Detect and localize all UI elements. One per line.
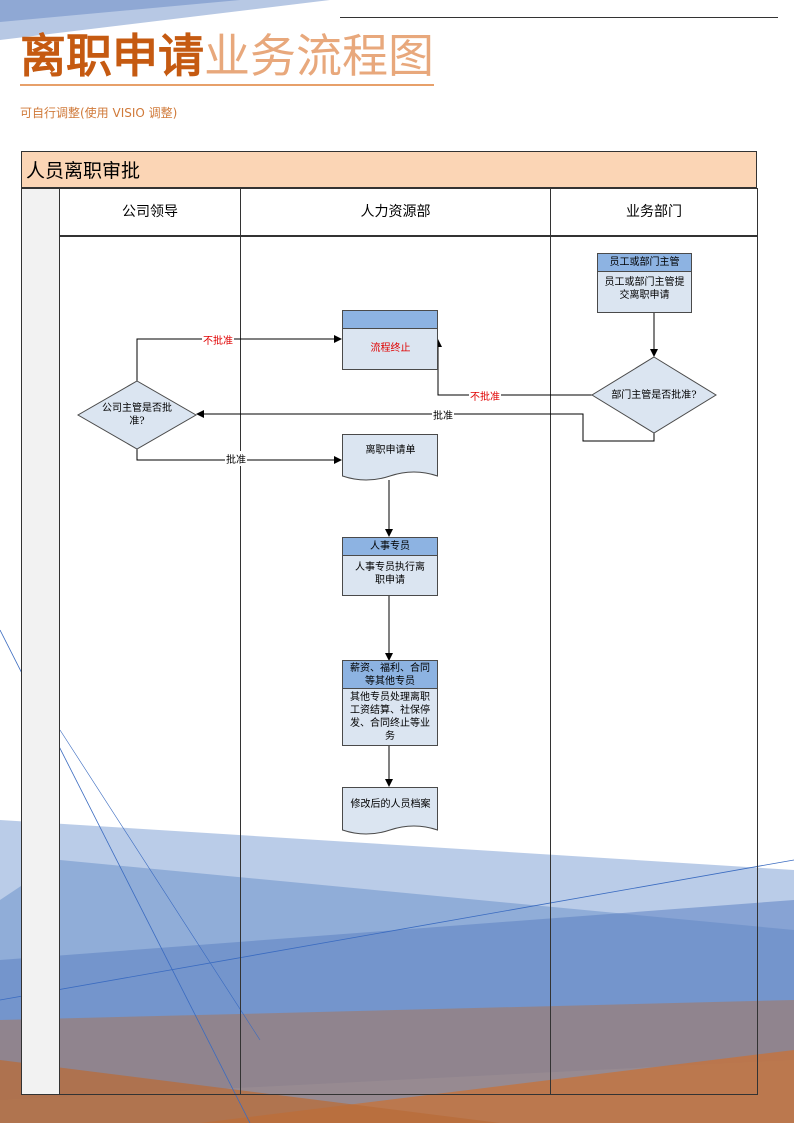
title-bold: 离职申请 bbox=[20, 29, 204, 83]
resign-form-label: 离职申请单 bbox=[365, 445, 416, 456]
swimlane-header: 人员离职审批 bbox=[21, 151, 757, 188]
column-hr: 人力资源部 bbox=[240, 188, 551, 236]
subtitle: 可自行调整(使用 VISIO 调整) bbox=[20, 106, 178, 120]
column-business: 业务部门 bbox=[550, 188, 758, 236]
edge-label-approve-company: 批准 bbox=[225, 451, 247, 466]
resign-form-doc bbox=[342, 434, 438, 481]
edge-dept-approve bbox=[196, 410, 655, 442]
company-decision-label: 公司主管是否批准? bbox=[102, 403, 172, 427]
edge-company-approve bbox=[136, 449, 342, 464]
dept-decision-label: 部门主管是否批准? bbox=[611, 390, 697, 401]
other-box-body: 其他专员处理离职工资结算、社保停发、合同终止等业务 bbox=[342, 688, 438, 746]
title-light: 业务流程图 bbox=[204, 29, 434, 83]
edge-label-reject-dept: 不批准 bbox=[469, 388, 501, 403]
swimlane-title: 人员离职审批 bbox=[26, 160, 141, 182]
dept-decision-diamond bbox=[591, 356, 717, 434]
edge-company-reject bbox=[136, 335, 342, 381]
other-box-header: 薪资、福利、合同等其他专员 bbox=[342, 660, 438, 689]
edge-dept-reject bbox=[434, 339, 592, 396]
hr-box-body: 人事专员执行离职申请 bbox=[342, 555, 438, 596]
employee-box-body: 员工或部门主管提交离职申请 bbox=[597, 271, 692, 313]
terminate-label: 流程终止 bbox=[370, 343, 411, 354]
edge-label-reject-company: 不批准 bbox=[202, 332, 234, 347]
hr-box-header: 人事专员 bbox=[342, 537, 438, 556]
header-rule bbox=[340, 17, 778, 18]
terminate-box-header bbox=[342, 310, 438, 329]
archive-label: 修改后的人员档案 bbox=[350, 799, 431, 810]
archive-doc bbox=[342, 787, 438, 835]
terminate-box bbox=[342, 328, 438, 370]
company-decision-diamond bbox=[76, 380, 198, 450]
page-title: 离职申请业务流程图 bbox=[20, 28, 434, 86]
column-company-leader: 公司领导 bbox=[59, 188, 241, 236]
edge-label-approve-dept: 批准 bbox=[432, 407, 454, 422]
employee-box-header: 员工或部门主管 bbox=[597, 253, 692, 272]
